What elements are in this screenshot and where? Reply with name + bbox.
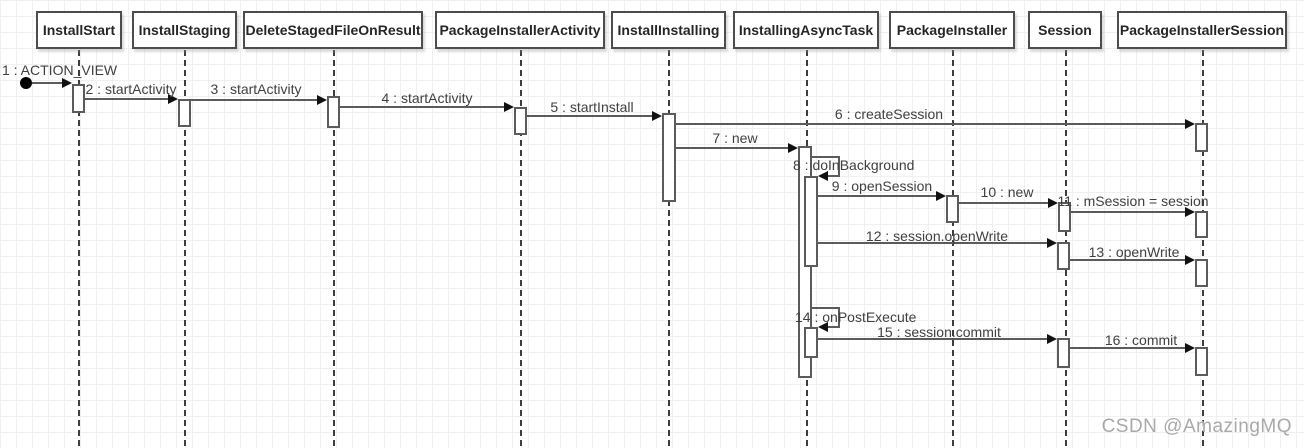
message-12-arrowhead — [1047, 238, 1057, 248]
message-14-loop-side — [838, 307, 840, 328]
activation-installingasynctask-doinbackground — [804, 176, 818, 267]
message-1-label: 1 : ACTION_VIEW — [2, 62, 118, 78]
message-16-arrowhead — [1185, 343, 1195, 353]
message-9-line — [818, 195, 938, 197]
activation-session-2 — [1057, 242, 1070, 270]
participant-installstaging: InstallStaging — [132, 11, 237, 49]
message-12-line — [818, 242, 1049, 244]
activation-packageinstalleractivity — [514, 107, 527, 135]
lifeline-installinstalling — [668, 50, 670, 446]
message-15-arrowhead — [1047, 334, 1057, 344]
message-3-line — [190, 99, 319, 101]
message-12-label: 12 : session.openWrite — [865, 228, 1009, 244]
activation-packageinstallersession-2 — [1195, 211, 1208, 238]
message-10-label: 10 : new — [980, 184, 1034, 200]
message-10-line — [958, 202, 1050, 204]
activation-packageinstallersession-1 — [1195, 123, 1208, 152]
message-6-line — [676, 123, 1187, 125]
message-8-label: 8 : doInBackground — [793, 157, 915, 173]
message-14-loop-bottom — [826, 326, 840, 328]
participant-installinstalling: InstallInstalling — [611, 11, 726, 49]
message-2-arrowhead — [168, 94, 178, 104]
participant-packageinstallersession: PackageInstallerSession — [1117, 11, 1287, 49]
message-6-arrowhead — [1185, 119, 1195, 129]
message-7-label: 7 : new — [712, 130, 758, 146]
activation-packageinstaller — [946, 195, 959, 223]
message-11-line — [1070, 211, 1187, 213]
lifeline-packageinstallersession — [1202, 50, 1204, 446]
activation-session-1 — [1058, 202, 1071, 232]
message-14-arrowhead — [818, 322, 828, 332]
participant-deletestagedfileonresult: DeleteStagedFileOnResult — [243, 11, 423, 49]
lifeline-deletestagedfileonresult — [333, 50, 335, 446]
message-4-line — [339, 106, 506, 108]
message-7-line — [676, 147, 790, 149]
message-8-arrowhead — [818, 171, 828, 181]
participant-packageinstalleractivity: PackageInstallerActivity — [435, 11, 605, 49]
message-1-line — [32, 82, 64, 84]
message-16-line — [1069, 347, 1187, 349]
message-13-label: 13 : openWrite — [1088, 244, 1180, 260]
lifeline-packageinstalleractivity — [520, 50, 522, 446]
message-5-label: 5 : startInstall — [550, 99, 634, 115]
message-8-loop-bottom — [826, 175, 840, 177]
message-7-arrowhead — [788, 143, 798, 153]
message-4-label: 4 : startActivity — [381, 90, 473, 106]
message-16-label: 16 : commit — [1104, 332, 1178, 348]
lifeline-packageinstaller — [952, 50, 954, 446]
csdn-watermark: CSDN @AmazingMQ — [1101, 416, 1292, 437]
message-5-line — [527, 115, 654, 117]
message-13-arrowhead — [1185, 255, 1195, 265]
message-15-label: 15 : session.commit — [877, 324, 1001, 340]
lifeline-installstaging — [184, 50, 186, 446]
message-11-arrowhead — [1185, 207, 1195, 217]
message-3-arrowhead — [317, 95, 327, 105]
lifeline-installstart — [78, 50, 80, 446]
initial-node — [20, 77, 32, 89]
message-3-label: 3 : startActivity — [210, 81, 302, 97]
message-14-label: 14 : onPostExecute — [795, 309, 917, 325]
participant-packageinstaller: PackageInstaller — [889, 11, 1015, 49]
activation-packageinstallersession-3 — [1195, 259, 1208, 287]
activation-installingasynctask-onpostexecute — [804, 327, 818, 358]
message-8-loop-top — [812, 156, 840, 158]
activation-packageinstallersession-4 — [1195, 347, 1208, 376]
activation-deletestagedfileonresult — [327, 96, 340, 128]
message-2-label: 2 : startActivity — [85, 81, 177, 97]
activation-installstaging — [178, 99, 191, 127]
message-13-line — [1070, 259, 1187, 261]
message-2-line — [84, 98, 170, 100]
message-5-arrowhead — [652, 111, 662, 121]
activation-installinstalling — [662, 113, 676, 202]
message-9-label: 9 : openSession — [831, 178, 933, 194]
message-11-label: 11 : mSession = session — [1057, 193, 1209, 209]
message-9-arrowhead — [936, 191, 946, 201]
participant-session: Session — [1028, 11, 1102, 49]
participant-installingasynctask: InstallingAsyncTask — [733, 11, 879, 49]
message-1-arrowhead — [62, 78, 72, 88]
message-14-loop-top — [812, 307, 840, 309]
message-8-loop-side — [838, 156, 840, 177]
message-4-arrowhead — [504, 102, 514, 112]
participant-installstart: InstallStart — [36, 11, 122, 49]
activation-session-3 — [1057, 338, 1070, 368]
message-6-label: 6 : createSession — [834, 106, 944, 122]
message-15-line — [818, 338, 1049, 340]
message-10-arrowhead — [1048, 198, 1058, 208]
